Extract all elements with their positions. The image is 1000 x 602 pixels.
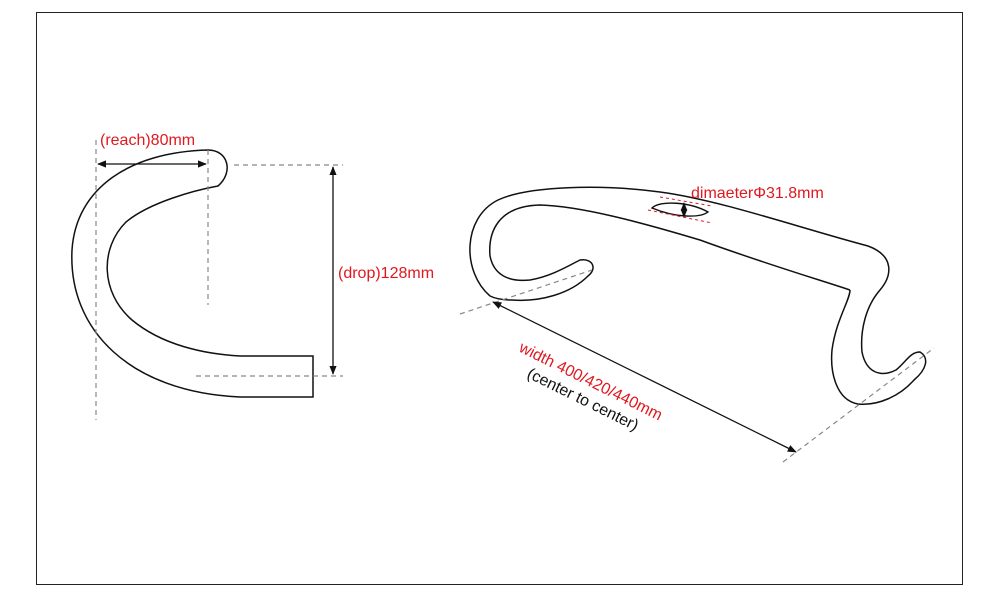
diameter-label: dimaeterΦ31.8mm: [691, 185, 824, 202]
diagram-frame: [36, 12, 963, 585]
diameter-ref-top: [659, 196, 713, 207]
perspective-view: dimaeterΦ31.8mm width 400/420/440mm (cen…: [459, 185, 935, 463]
width-ref-right: [782, 347, 935, 463]
reach-label: (reach)80mm: [100, 132, 195, 149]
bar-outline-lower: [489, 204, 851, 302]
width-arrow: [492, 301, 797, 453]
width-ref-left: [459, 269, 593, 315]
bar-outline-upper: [469, 186, 927, 405]
side-view: (reach)80mm (drop)128mm: [71, 132, 434, 420]
side-handlebar-outline: [71, 149, 314, 398]
clamp-section: [650, 202, 710, 217]
diameter-ref-bottom: [647, 209, 713, 224]
drop-label: (drop)128mm: [338, 265, 434, 282]
